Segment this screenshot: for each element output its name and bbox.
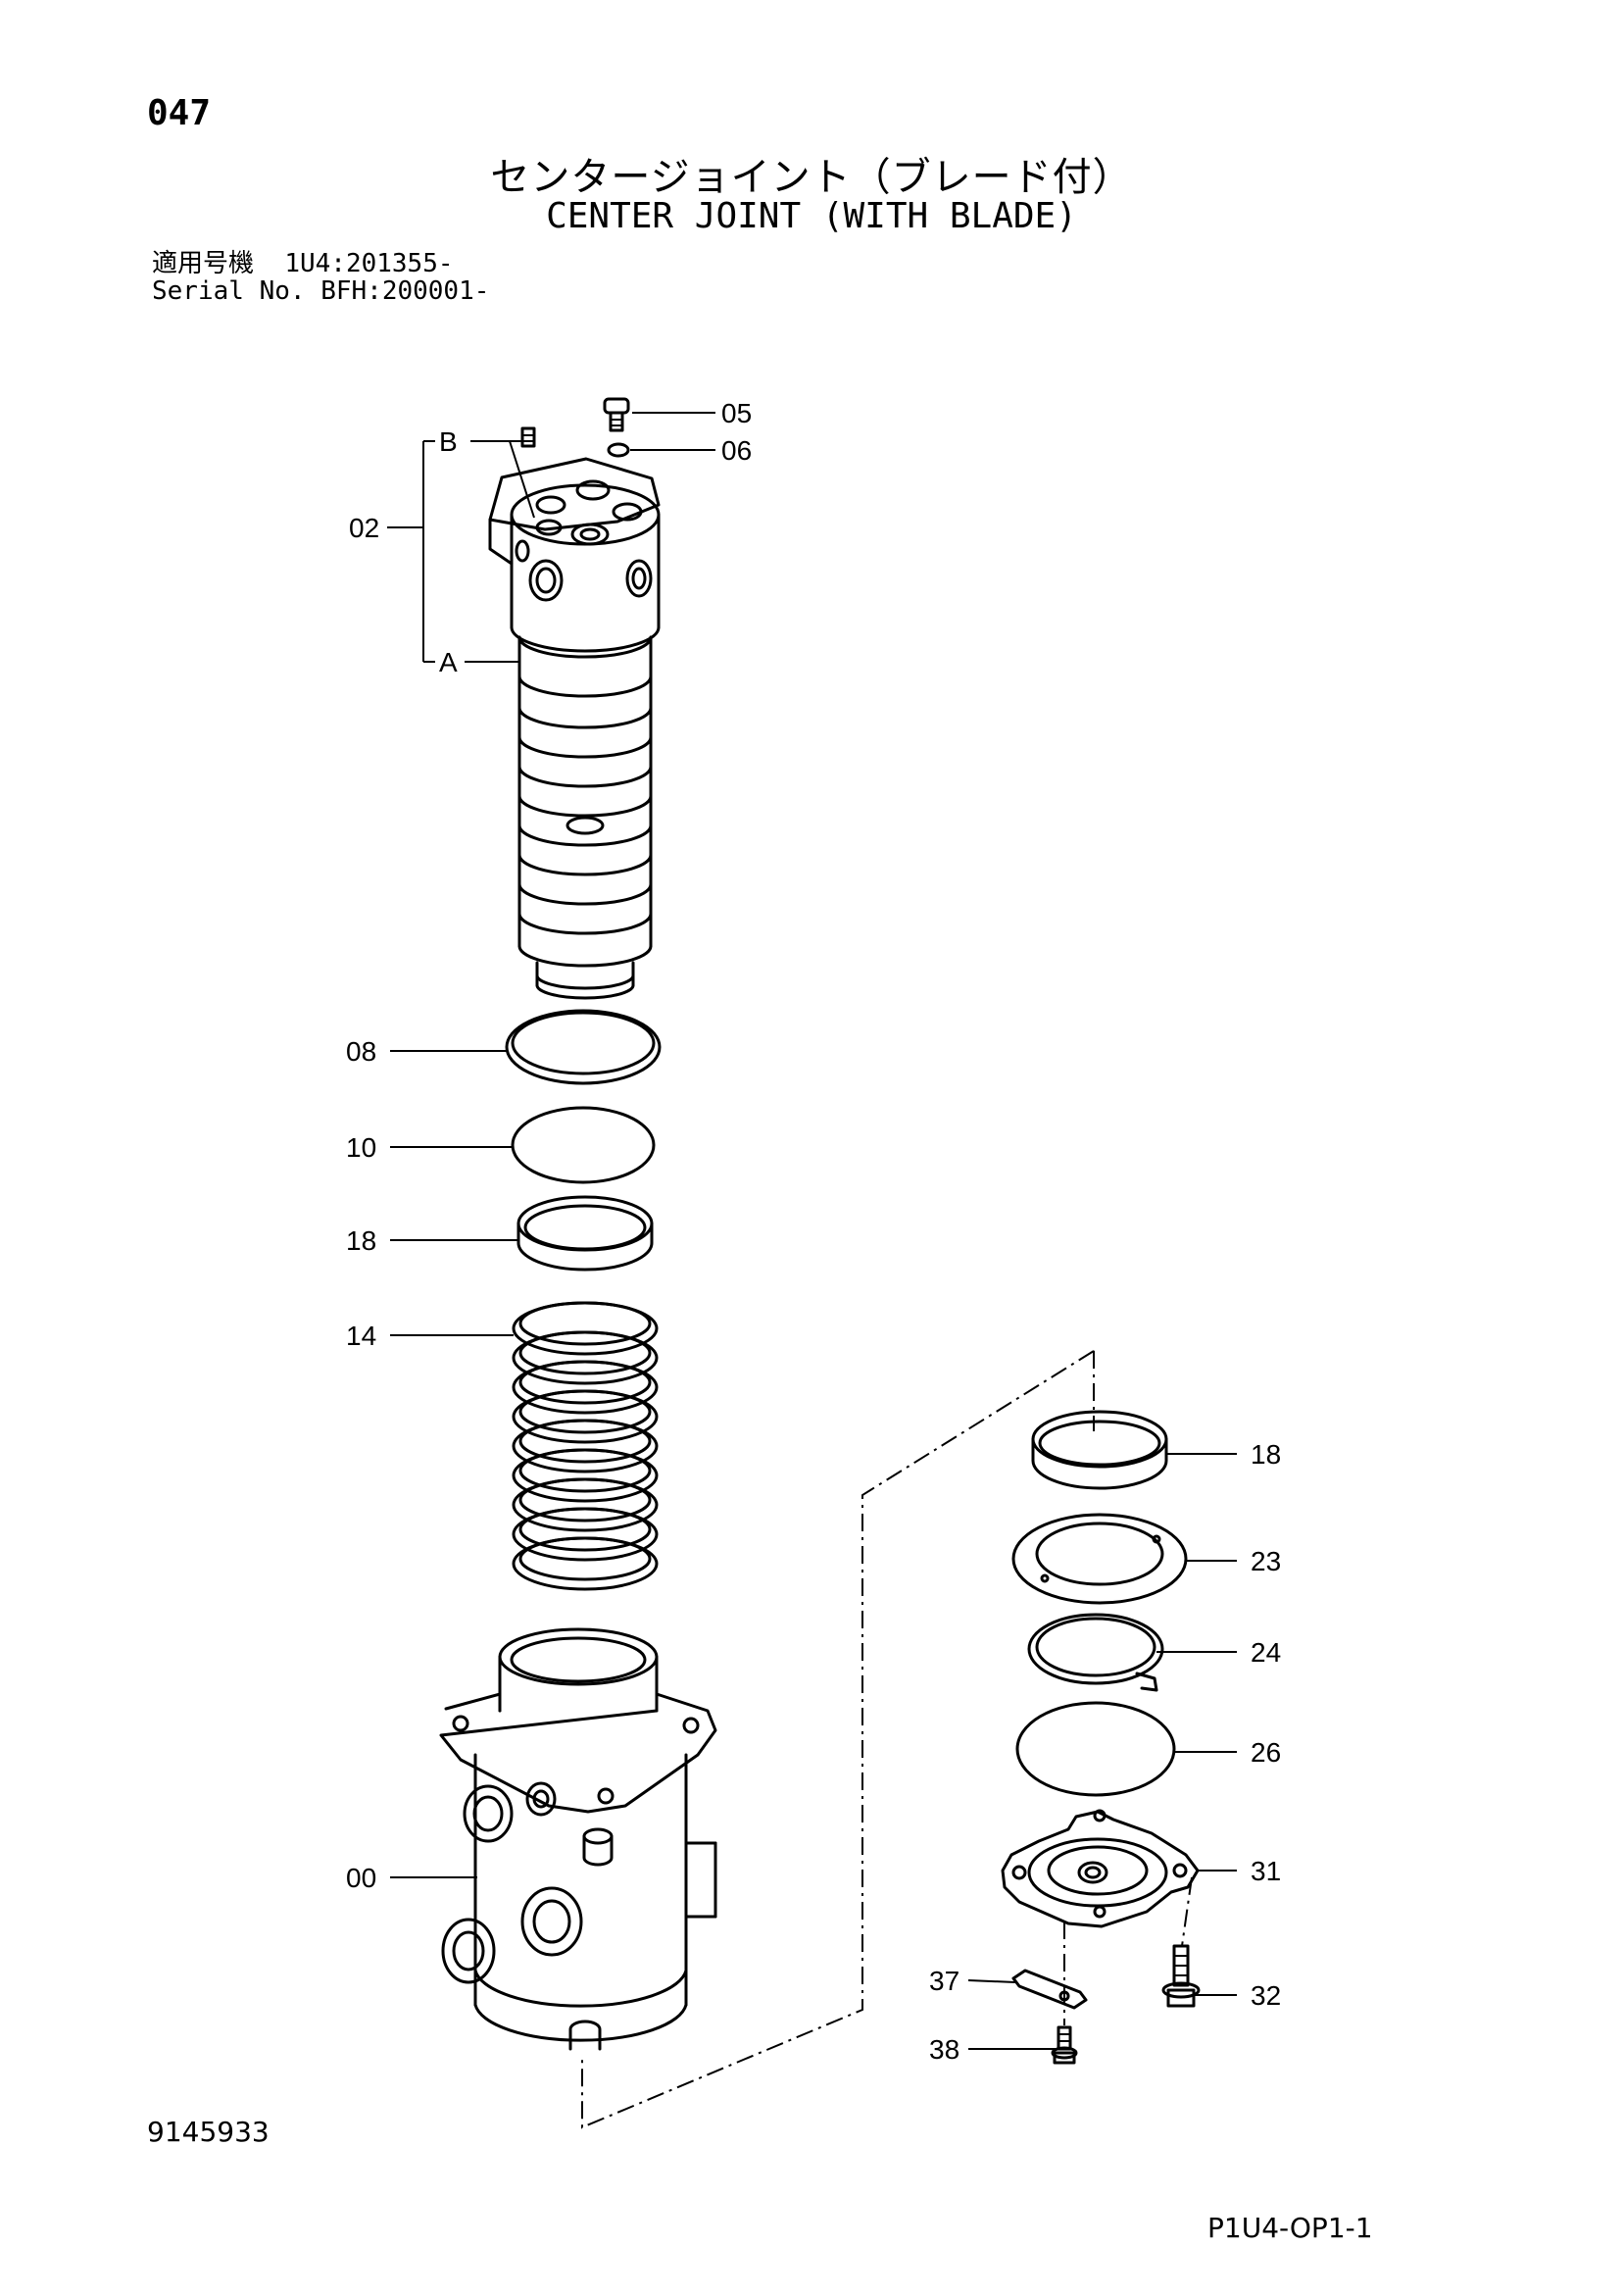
callout-32: 32 [1251, 1980, 1281, 2011]
callout-38: 38 [929, 2034, 959, 2065]
callout-08: 08 [346, 1036, 376, 1067]
callout-14: 14 [346, 1321, 376, 1351]
serial-jp-label: 適用号機 [152, 249, 255, 278]
part-26-disc [1015, 1701, 1176, 1797]
part-05-plug [603, 397, 630, 432]
serial-row-en: Serial No. BFH:200001- [152, 277, 489, 305]
part-18-band-ring-upper [516, 1195, 654, 1272]
callout-10: 10 [346, 1132, 376, 1163]
page-code: P1U4-OP1-1 [1207, 2212, 1373, 2244]
part-23-thrust-plate [1011, 1513, 1188, 1605]
part-08-ring [505, 1009, 662, 1085]
serial-en-value: BFH:200001- [320, 276, 490, 306]
page-number: 047 [147, 93, 212, 133]
leader-lines [387, 412, 1237, 2050]
part-32-bolt [1161, 1944, 1201, 2008]
serial-block: 適用号機 1U4:201355- Serial No. BFH:200001- [152, 250, 489, 305]
part-00-body [439, 1627, 717, 2051]
part-37-plate [1011, 1969, 1088, 2010]
part-24-snap-ring [1027, 1613, 1164, 1692]
serial-en-label: Serial No. [152, 276, 306, 306]
serial-jp-value: 1U4:201355- [284, 249, 454, 278]
callout-b: B [439, 426, 458, 457]
page-title-english: CENTER JOINT (WITH BLADE) [546, 196, 1077, 236]
callout-a: A [439, 647, 458, 677]
part-b-plug [520, 426, 536, 448]
page-title-japanese: センタージョイント（ブレード付） [490, 155, 1133, 200]
callout-37: 37 [929, 1966, 959, 1996]
callout-31: 31 [1251, 1856, 1281, 1886]
part-31-cover [1001, 1809, 1200, 1928]
part-18-band-ring-lower [1031, 1410, 1168, 1490]
part-06-o-ring [607, 442, 630, 458]
callout-05: 05 [721, 398, 752, 428]
callout-18-lower: 18 [1251, 1439, 1281, 1470]
callout-06: 06 [721, 435, 752, 466]
callout-24: 24 [1251, 1637, 1281, 1668]
callout-26: 26 [1251, 1737, 1281, 1768]
part-38-screw [1051, 2025, 1078, 2065]
callout-23: 23 [1251, 1546, 1281, 1576]
assembly-lines [581, 1350, 1193, 2129]
part-10-disc [511, 1106, 656, 1184]
callout-18-upper: 18 [346, 1225, 376, 1256]
part-02-spindle [488, 457, 661, 1000]
part-14-seal-stack [512, 1301, 659, 1591]
callout-02: 02 [349, 513, 379, 543]
document-number: 9145933 [147, 2116, 270, 2148]
serial-row-jp: 適用号機 1U4:201355- [152, 250, 489, 277]
callout-00: 00 [346, 1863, 376, 1893]
